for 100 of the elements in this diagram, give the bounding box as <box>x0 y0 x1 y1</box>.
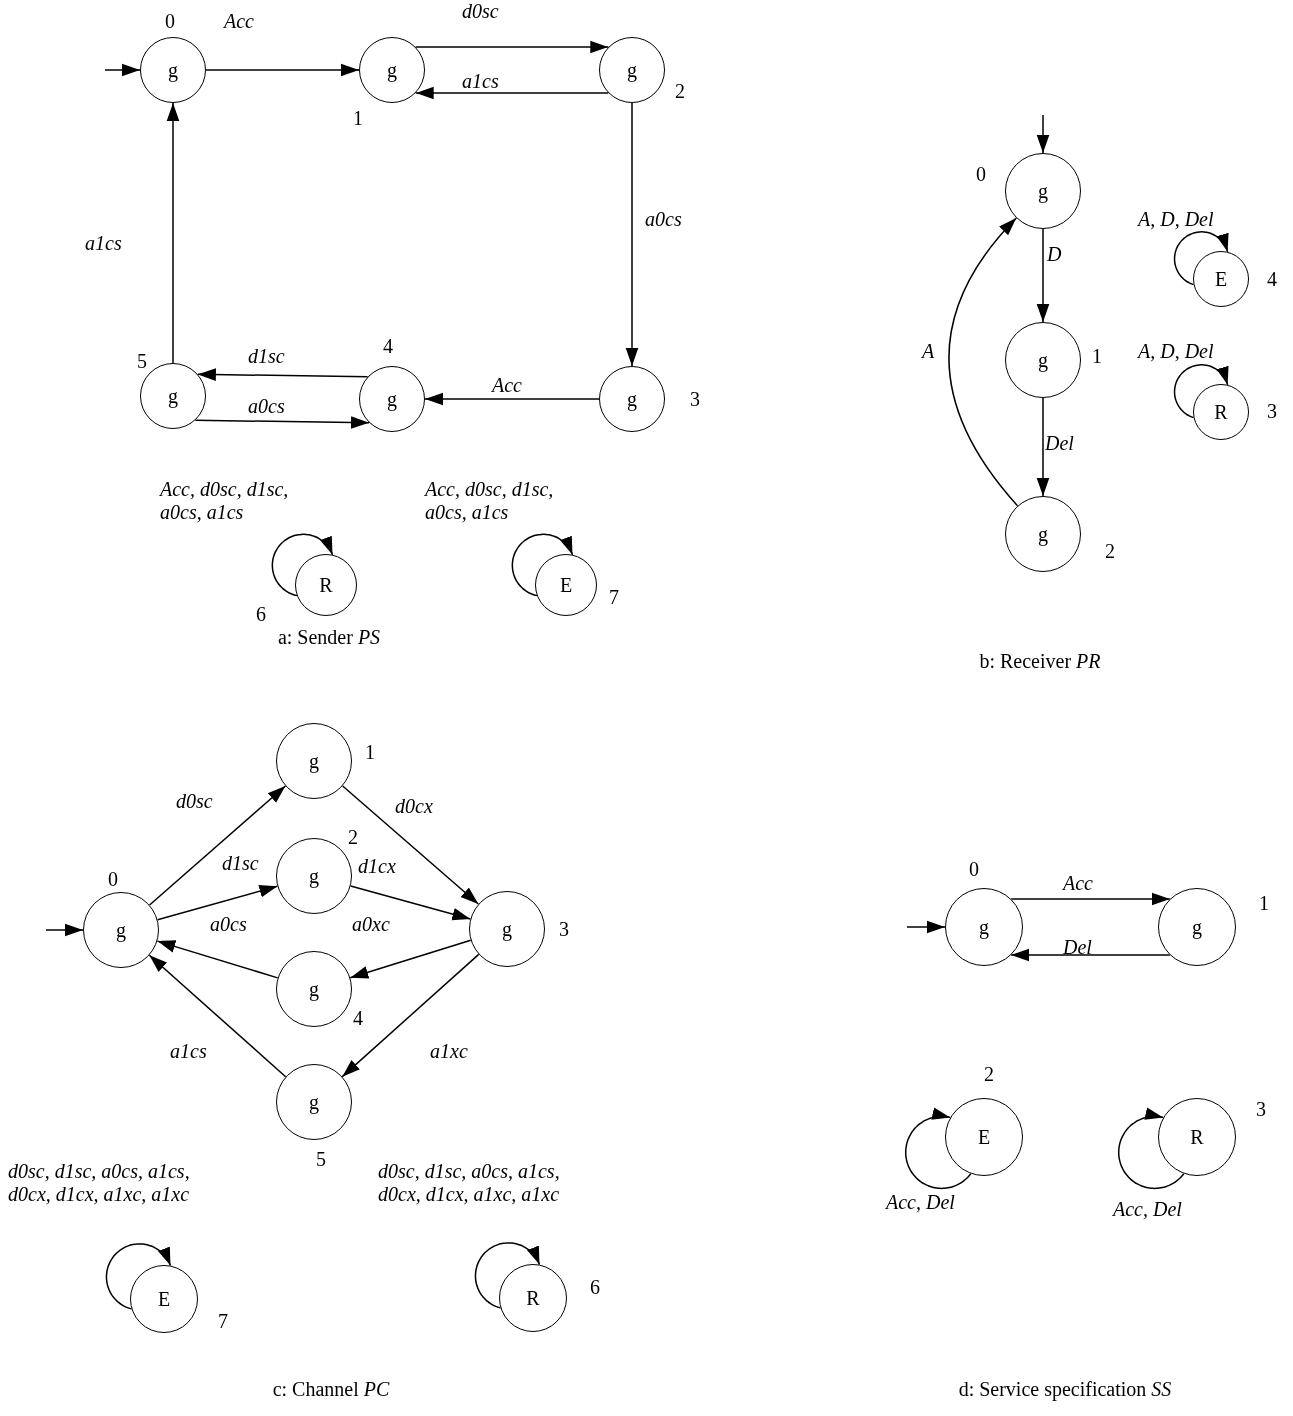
state-number: 1 <box>1092 345 1102 368</box>
state-circle: g <box>276 951 352 1027</box>
transition-label: Acc, Del <box>1113 1198 1182 1221</box>
transition-label: a1xc <box>430 1040 468 1063</box>
transition-arrow <box>424 392 600 406</box>
state-number: 3 <box>1256 1098 1266 1121</box>
transition-arrow <box>205 63 360 77</box>
state-circle: g <box>599 37 665 103</box>
state-number: 7 <box>609 586 619 609</box>
state-number: 1 <box>1259 892 1269 915</box>
transition-arrow <box>166 102 180 364</box>
transition-label: a0cs <box>210 913 247 936</box>
state-circle: g <box>276 1064 352 1140</box>
transition-label: Acc, Del <box>886 1191 955 1214</box>
state-number: 2 <box>984 1063 994 1086</box>
transition-label: Del <box>1063 936 1092 959</box>
transition-label: A <box>922 340 935 363</box>
state-circle: g <box>359 37 425 103</box>
transition-label: A, D, Del <box>1138 340 1214 363</box>
panel-caption: b: Receiver PR <box>979 650 1101 673</box>
state-number: 0 <box>165 10 175 33</box>
self-loop-arrow <box>474 1242 541 1309</box>
state-number: 3 <box>1267 400 1277 423</box>
panel-caption: d: Service specification SS <box>958 1378 1172 1401</box>
state-circle: g <box>945 888 1023 966</box>
transition-label: Del <box>1045 432 1074 455</box>
transition-label: d0sc <box>462 0 499 23</box>
transition-arrow <box>1010 948 1171 962</box>
transition-label: Acc <box>492 374 522 397</box>
state-circle: E <box>130 1265 198 1333</box>
transition-arrow <box>156 885 279 921</box>
transition-label: d0cx <box>395 795 433 818</box>
self-loop-arrow <box>904 1107 972 1190</box>
state-number: 7 <box>218 1310 228 1333</box>
panel-caption: a: Sender PS <box>277 626 381 649</box>
transition-label: a1cs <box>170 1040 207 1063</box>
transition-arrow <box>414 86 610 100</box>
state-circle: R <box>499 1264 567 1332</box>
self-loop-arrow <box>271 533 334 597</box>
transition-arrow <box>341 953 480 1078</box>
self-loop-arrow <box>511 533 574 597</box>
state-circle: E <box>535 554 597 616</box>
transition-label: a1cs <box>85 232 122 255</box>
state-number: 3 <box>559 918 569 941</box>
transition-label: d0sc, d1sc, a0cs, a1cs, d0cx, d1cx, a1xc, a1xc <box>378 1160 561 1206</box>
transition-arrow <box>197 368 369 381</box>
state-circle: E <box>945 1098 1023 1176</box>
transition-label: Acc <box>224 10 254 33</box>
self-loop-arrow <box>1117 1107 1185 1190</box>
transition-label: Acc, d0sc, d1sc, a0cs, a1cs <box>425 478 555 524</box>
transition-arrow <box>349 939 472 979</box>
state-number: 2 <box>675 80 685 103</box>
initial-state-arrow <box>906 920 946 934</box>
state-number: 0 <box>976 163 986 186</box>
state-number: 3 <box>690 388 700 411</box>
state-circle: g <box>1005 153 1081 229</box>
initial-state-arrow <box>104 63 141 77</box>
transition-label: a0cs <box>645 208 682 231</box>
transition-arrow <box>948 217 1019 507</box>
transition-arrow <box>148 954 287 1078</box>
transition-label: d1sc <box>248 345 285 368</box>
state-circle: E <box>1193 251 1249 307</box>
transition-label: a0xc <box>352 913 390 936</box>
transition-label: d0sc <box>176 790 213 813</box>
transition-label: d0sc, d1sc, a0cs, a1cs, d0cx, d1cx, a1xc, a1xc <box>8 1160 191 1206</box>
state-number: 5 <box>316 1148 326 1171</box>
transition-label: D <box>1047 243 1062 266</box>
transition-label: a1cs <box>462 70 499 93</box>
transition-arrow <box>156 940 279 979</box>
state-number: 0 <box>108 868 118 891</box>
state-number: 1 <box>365 741 375 764</box>
state-number: 0 <box>969 858 979 881</box>
transition-arrow <box>1010 892 1171 906</box>
transition-arrow <box>1036 397 1050 497</box>
transition-arrow <box>341 785 480 905</box>
transition-arrow <box>194 416 370 429</box>
transition-label: A, D, Del <box>1138 208 1214 231</box>
state-circle: g <box>83 892 159 968</box>
state-number: 2 <box>1105 540 1115 563</box>
state-number: 1 <box>353 107 363 130</box>
panel-caption: c: Channel PC <box>272 1378 390 1401</box>
state-number: 6 <box>256 603 266 626</box>
state-number: 6 <box>590 1276 600 1299</box>
state-circle: g <box>1005 322 1081 398</box>
transition-arrow <box>349 885 472 921</box>
state-number: 4 <box>353 1007 363 1030</box>
state-circle: g <box>359 366 425 432</box>
state-circle: R <box>1158 1098 1236 1176</box>
state-circle: g <box>1158 888 1236 966</box>
initial-state-arrow <box>45 923 84 937</box>
transition-arrow <box>148 785 287 906</box>
state-number: 4 <box>1267 268 1277 291</box>
initial-state-arrow <box>1036 114 1050 154</box>
state-circle: g <box>599 366 665 432</box>
state-circle: g <box>1005 496 1081 572</box>
transition-label: d1sc <box>222 852 259 875</box>
transition-arrow <box>1036 228 1050 323</box>
transition-label: d1cx <box>358 855 396 878</box>
self-loop-arrow <box>1173 231 1229 286</box>
self-loop-arrow <box>1173 364 1229 419</box>
